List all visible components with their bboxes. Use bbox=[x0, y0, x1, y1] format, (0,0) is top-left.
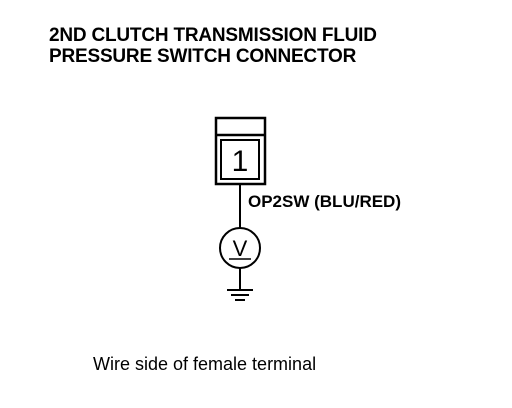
connector: 1 bbox=[214, 116, 267, 186]
diagram-title-line-1: 2ND CLUTCH TRANSMISSION FLUID bbox=[49, 25, 377, 46]
voltmeter-letter: V bbox=[233, 236, 248, 261]
diagram-title-line-2: PRESSURE SWITCH CONNECTOR bbox=[49, 46, 357, 67]
wire-label: OP2SW (BLU/RED) bbox=[248, 192, 401, 211]
voltmeter-icon: V bbox=[219, 227, 261, 269]
terminal-cavity bbox=[220, 139, 260, 180]
terminal-number: 1 bbox=[232, 145, 249, 178]
diagram-caption: Wire side of female terminal bbox=[93, 354, 317, 374]
ground-icon bbox=[227, 289, 253, 301]
